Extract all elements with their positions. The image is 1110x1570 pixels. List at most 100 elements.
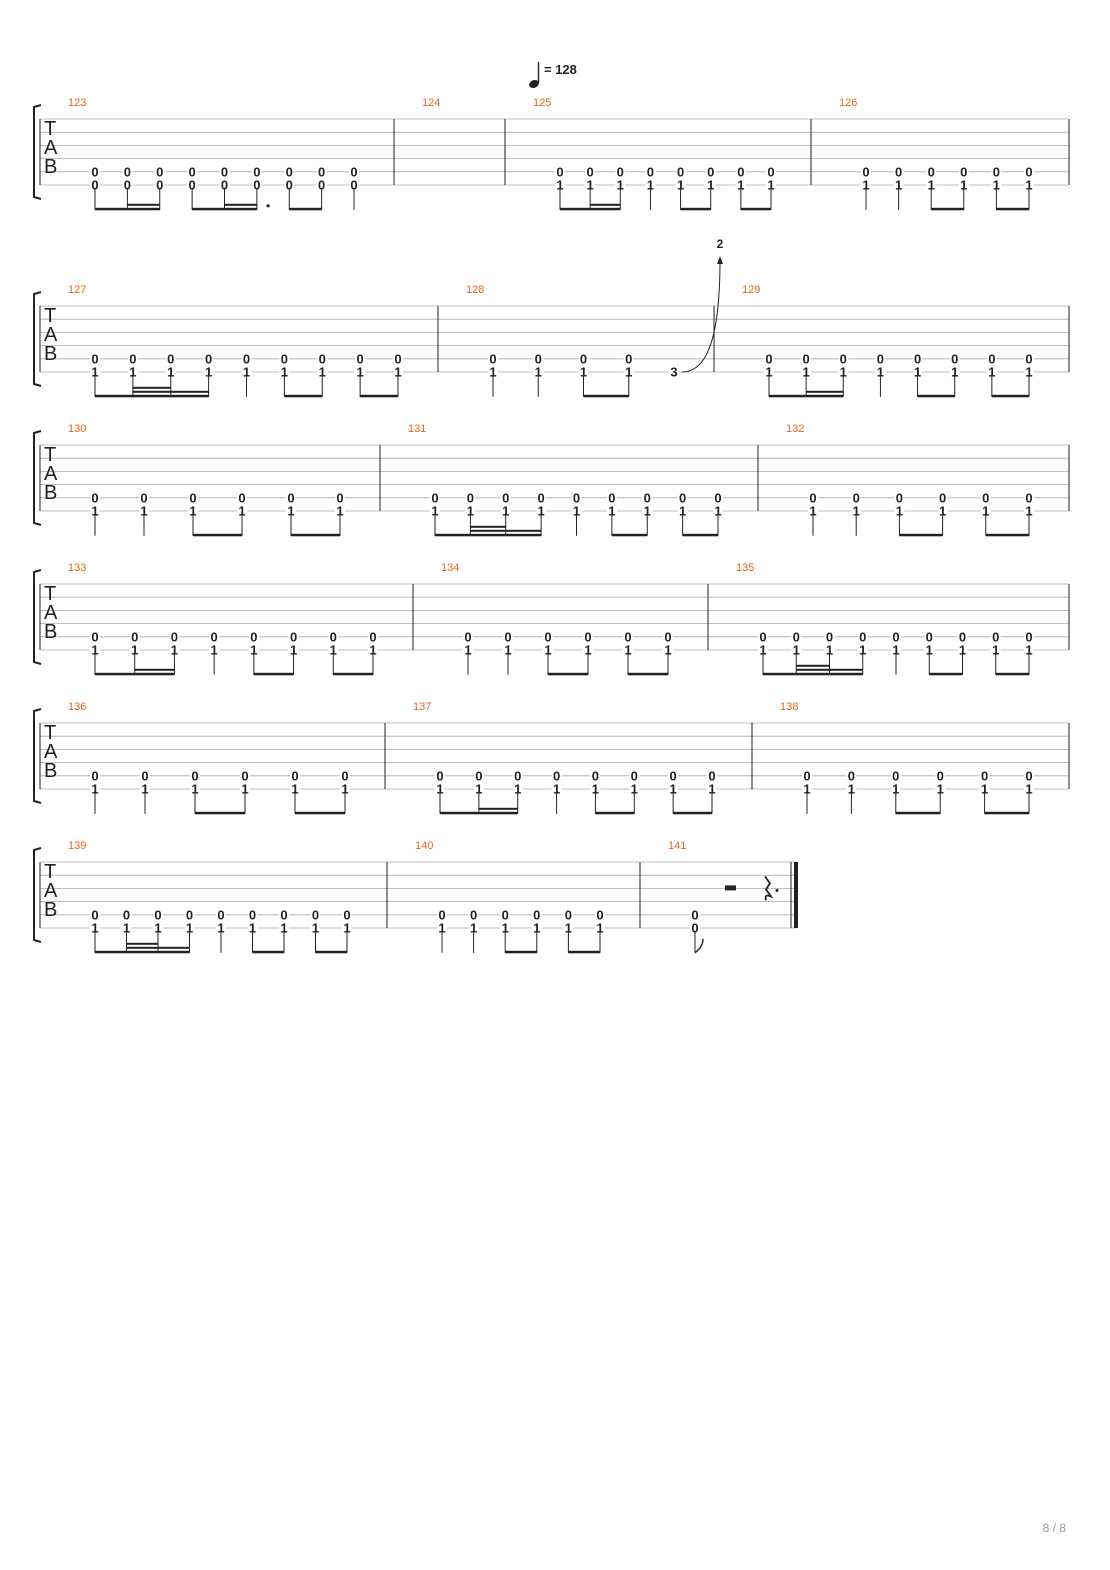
fret-mask: [328, 630, 339, 643]
fret-mask: [758, 644, 768, 656]
fret-number: 0: [596, 907, 603, 922]
fret-number: 1: [243, 365, 250, 380]
fret-mask: [90, 366, 100, 378]
beam-secondary: [806, 390, 844, 393]
fret-number: 1: [631, 782, 638, 797]
fret-number: 1: [91, 365, 98, 380]
fret-number: 0: [286, 178, 293, 193]
fret-mask: [980, 491, 991, 504]
fret-mask: [279, 908, 289, 921]
fret-mask: [139, 491, 149, 504]
fret-mask: [531, 922, 542, 934]
fret-mask: [209, 644, 220, 656]
measure-number: 123: [68, 97, 86, 109]
fret-number: 1: [1025, 643, 1032, 658]
tab-clef-letter: B: [44, 482, 57, 504]
fret-mask: [316, 179, 327, 191]
fret-mask: [801, 366, 812, 378]
beam: [568, 950, 600, 954]
fret-mask: [891, 630, 901, 643]
fret-number: 1: [926, 643, 933, 658]
fret-number: 0: [896, 490, 903, 505]
fret-mask: [430, 491, 440, 504]
fret-mask: [465, 491, 476, 504]
system-bracket: [33, 847, 42, 943]
fret-mask: [288, 644, 299, 656]
fret-number: 1: [759, 643, 766, 658]
measure-number: 134: [441, 562, 459, 574]
beam: [929, 672, 963, 676]
measure-number: 140: [415, 840, 433, 852]
fret-number: 1: [573, 504, 580, 519]
fret-number: 0: [826, 629, 833, 644]
fret-number: 1: [862, 178, 869, 193]
fret-number: 0: [584, 629, 591, 644]
fret-mask: [290, 769, 300, 782]
beam-secondary: [132, 390, 209, 393]
fret-number: 0: [467, 490, 474, 505]
fret-mask: [668, 783, 679, 795]
fret-mask: [219, 179, 230, 191]
fret-number: 1: [714, 504, 721, 519]
system-bracket: [33, 708, 42, 804]
fret-mask: [615, 179, 626, 191]
fret-number: 1: [369, 643, 376, 658]
fret-number: 1: [250, 643, 257, 658]
fret-number: 0: [928, 164, 935, 179]
measure-number: 127: [68, 284, 86, 296]
beam: [595, 811, 635, 815]
tab-clef-letter: A: [44, 137, 58, 159]
fret-number: 1: [707, 178, 714, 193]
fret-mask: [209, 630, 220, 643]
fret-number: 1: [205, 365, 212, 380]
fret-mask: [90, 922, 100, 934]
fret-mask: [875, 352, 886, 365]
fret-number: 1: [464, 643, 471, 658]
eighth-flag: [694, 938, 704, 954]
system-bracket: [33, 569, 42, 665]
fret-number: 0: [290, 629, 297, 644]
fret-number: 0: [892, 629, 899, 644]
fret-mask: [926, 179, 937, 191]
fret-number: 0: [221, 164, 228, 179]
fret-mask: [317, 366, 328, 378]
fret-number: 0: [489, 351, 496, 366]
fret-number: 0: [394, 351, 401, 366]
fret-number: 0: [914, 351, 921, 366]
fret-number: 1: [291, 782, 298, 797]
fret-number: 1: [608, 504, 615, 519]
fret-number: 1: [544, 643, 551, 658]
fret-number: 0: [287, 490, 294, 505]
fret-mask: [986, 366, 997, 378]
fret-number: 1: [502, 921, 509, 936]
fret-mask: [500, 491, 511, 504]
beam-secondary: [126, 946, 190, 949]
fret-number: 0: [960, 164, 967, 179]
fret-number: 1: [596, 921, 603, 936]
fret-mask: [571, 491, 582, 504]
fret-mask: [288, 630, 299, 643]
fret-number: 0: [319, 351, 326, 366]
fret-mask: [857, 630, 868, 643]
fret-mask: [645, 165, 656, 178]
fret-number: 0: [592, 768, 599, 783]
fret-number: 1: [793, 643, 800, 658]
fret-number: 1: [992, 643, 999, 658]
tab-clef-letter: T: [44, 444, 56, 466]
fret-mask: [169, 644, 180, 656]
beam: [193, 533, 242, 537]
fret-number: 0: [312, 907, 319, 922]
fret-number: 1: [951, 365, 958, 380]
fret-mask: [590, 769, 601, 782]
fret-number: 1: [584, 643, 591, 658]
fret-number: 0: [318, 178, 325, 193]
fret-number: 0: [759, 629, 766, 644]
fret-number: 1: [141, 782, 148, 797]
fret-mask: [317, 352, 328, 365]
fret-mask: [937, 491, 948, 504]
fret-mask: [555, 165, 565, 178]
fret-mask: [335, 505, 345, 517]
fret-number: 0: [670, 768, 677, 783]
